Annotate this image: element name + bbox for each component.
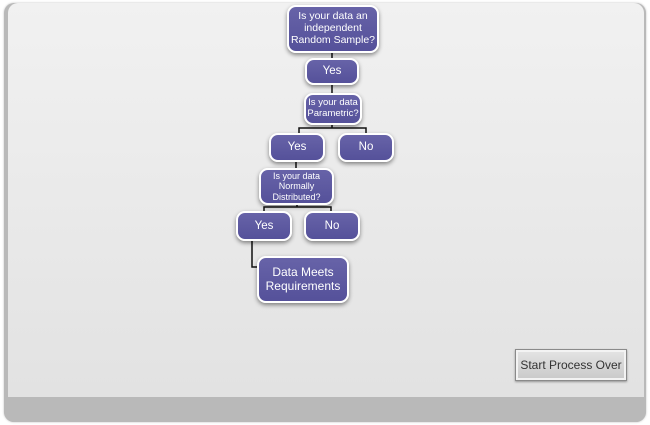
question-random-sample: Is your data an independent Random Sampl… (287, 5, 379, 53)
answer-yes-normal[interactable]: Yes (236, 211, 292, 241)
question-parametric: Is your data Parametric? (304, 93, 362, 125)
start-process-over-button[interactable]: Start Process Over (515, 349, 627, 381)
answer-yes-random-sample[interactable]: Yes (305, 58, 359, 85)
answer-no-normal[interactable]: No (304, 211, 360, 241)
result-data-meets-requirements: Data Meets Requirements (257, 256, 349, 303)
answer-yes-parametric[interactable]: Yes (269, 133, 325, 162)
bottom-bar (4, 397, 646, 422)
question-normally-distributed: Is your data Normally Distributed? (259, 168, 334, 205)
answer-no-parametric[interactable]: No (338, 133, 394, 162)
